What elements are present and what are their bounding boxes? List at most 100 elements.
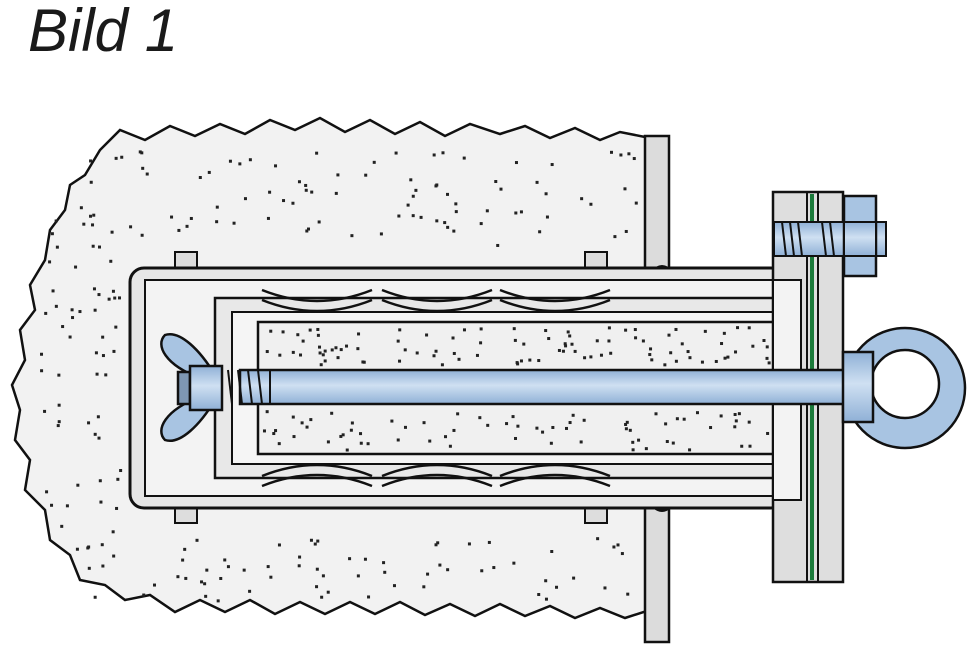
texture-dot (634, 336, 638, 340)
texture-dot (92, 213, 96, 217)
clamp-wave (499, 288, 611, 303)
texture-dot (411, 214, 415, 218)
texture-dot (512, 561, 516, 565)
texture-dot (205, 568, 209, 572)
texture-dot (274, 164, 278, 168)
texture-dot (348, 557, 352, 561)
texture-dot (432, 354, 436, 358)
texture-dot (680, 342, 684, 346)
texture-dot (544, 329, 548, 333)
texture-dot (350, 421, 354, 425)
texture-dot (457, 357, 461, 361)
texture-dot (142, 593, 146, 597)
texture-dot (56, 424, 60, 428)
texture-dot (82, 222, 86, 226)
texture-dot (762, 339, 766, 343)
texture-dot (383, 570, 387, 574)
texture-dot (564, 344, 568, 348)
texture-dot (215, 220, 219, 224)
texture-dot (397, 214, 401, 218)
texture-dot (649, 347, 653, 351)
texture-dot (446, 225, 450, 229)
texture-dot (320, 595, 324, 599)
texture-dot (514, 161, 518, 165)
texture-dot (309, 538, 313, 542)
texture-dot (87, 421, 91, 425)
texture-dot (57, 403, 61, 407)
texture-dot (444, 435, 448, 439)
texture-dot (242, 568, 246, 572)
texture-dot (318, 351, 322, 355)
texture-dot (43, 409, 47, 413)
texture-dot (326, 440, 330, 444)
texture-dot (561, 349, 565, 353)
texture-dot (485, 209, 489, 213)
texture-dot (185, 224, 189, 228)
texture-dot (403, 348, 407, 352)
texture-dot (674, 359, 678, 363)
texture-dot (700, 360, 704, 364)
texture-dot (695, 411, 699, 415)
texture-dot (644, 447, 648, 451)
texture-dot (733, 425, 737, 429)
texture-dot (99, 500, 103, 504)
texture-dot (304, 188, 308, 192)
texture-dot (519, 359, 523, 363)
texture-dot (98, 479, 102, 483)
texture-dot (568, 334, 572, 338)
texture-dot (747, 420, 751, 424)
texture-dot (537, 593, 541, 597)
texture-dot (109, 259, 113, 263)
texture-dot (86, 546, 90, 550)
texture-dot (345, 448, 349, 452)
texture-dot (94, 351, 98, 355)
texture-dot (364, 173, 368, 177)
texture-dot (48, 260, 52, 264)
texture-dot (266, 216, 270, 220)
texture-dot (316, 333, 320, 337)
texture-dot (57, 420, 61, 424)
texture-dot (153, 583, 157, 587)
texture-dot (479, 341, 483, 345)
texture-dot (226, 565, 230, 569)
texture-dot (667, 333, 671, 337)
texture-dot (204, 594, 208, 598)
texture-dot (765, 356, 769, 360)
texture-dot (432, 153, 436, 157)
texture-dot (511, 415, 515, 419)
texture-dot (452, 229, 456, 233)
texture-dot (140, 151, 144, 155)
texture-dot (632, 157, 636, 161)
texture-dot (703, 329, 707, 333)
eye-bolt-icon (841, 326, 967, 450)
threaded-rod (238, 368, 852, 406)
texture-dot (113, 296, 117, 300)
texture-dot (415, 351, 419, 355)
texture-dot (297, 564, 301, 568)
texture-dot (478, 416, 482, 420)
texture-dot (448, 444, 452, 448)
texture-dot (323, 349, 327, 353)
texture-dot (315, 151, 319, 155)
texture-dot (138, 150, 142, 154)
texture-dot (620, 552, 624, 556)
texture-dot (545, 215, 549, 219)
clamp-wave (499, 463, 611, 478)
texture-dot (515, 361, 519, 365)
texture-dot (299, 353, 303, 357)
texture-dot (104, 373, 108, 377)
texture-dot (516, 424, 520, 428)
texture-dot (321, 574, 325, 578)
texture-dot (223, 558, 227, 562)
texture-dot (599, 353, 603, 357)
texture-dot (454, 210, 458, 214)
texture-dot (339, 348, 343, 352)
wing-nut-icon (160, 332, 224, 443)
texture-dot (76, 483, 80, 487)
texture-dot (40, 369, 44, 373)
texture-dot (452, 351, 456, 355)
texture-dot (319, 363, 323, 367)
texture-dot (607, 326, 611, 330)
texture-dot (57, 373, 61, 377)
texture-dot (734, 419, 738, 423)
